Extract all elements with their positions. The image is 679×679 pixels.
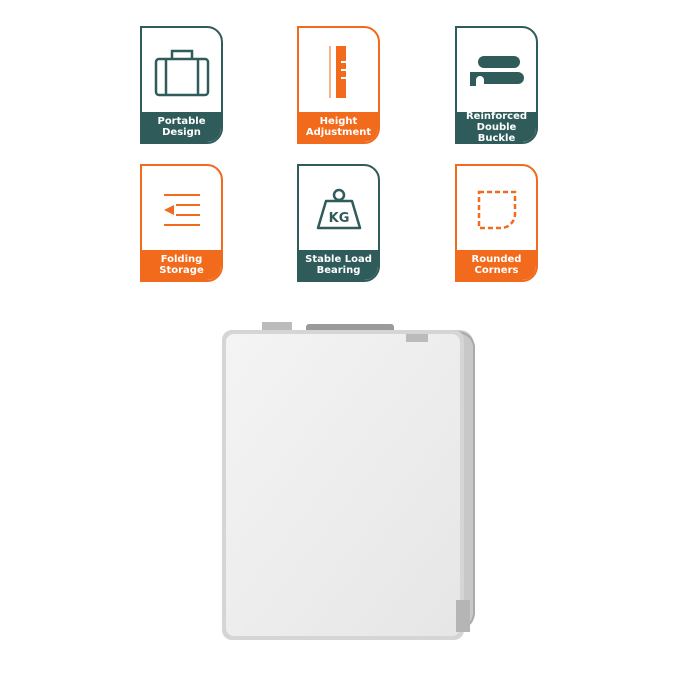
kg-text: KG	[328, 211, 349, 226]
feature-card-folding-storage: Folding Storage	[140, 164, 223, 282]
fold-arrow-icon	[142, 178, 221, 242]
table-top-surface	[226, 334, 460, 636]
buckle-icon	[457, 40, 536, 104]
feature-card-height-adjustment: Height Adjustment	[297, 26, 380, 144]
rounded-corner-icon	[457, 178, 536, 242]
feature-card-portable-design: Portable Design	[140, 26, 223, 144]
briefcase-icon	[142, 40, 221, 104]
feature-label: Stable Load Bearing	[299, 250, 378, 280]
folded-table-image	[222, 322, 475, 640]
feature-label: Height Adjustment	[299, 112, 378, 142]
kg-weight-icon: KG	[299, 178, 378, 242]
hinge	[456, 600, 470, 632]
feature-label: Portable Design	[142, 112, 221, 142]
feature-label: Reinforced Double Buckle	[457, 111, 536, 142]
feature-label: Folding Storage	[142, 250, 221, 280]
ruler-icon	[299, 40, 378, 104]
feature-card-rounded-corners: Rounded Corners	[455, 164, 538, 282]
feature-label: Rounded Corners	[457, 250, 536, 280]
feature-card-double-buckle: Reinforced Double Buckle	[455, 26, 538, 144]
feature-card-load-bearing: KG Stable Load Bearing	[297, 164, 380, 282]
